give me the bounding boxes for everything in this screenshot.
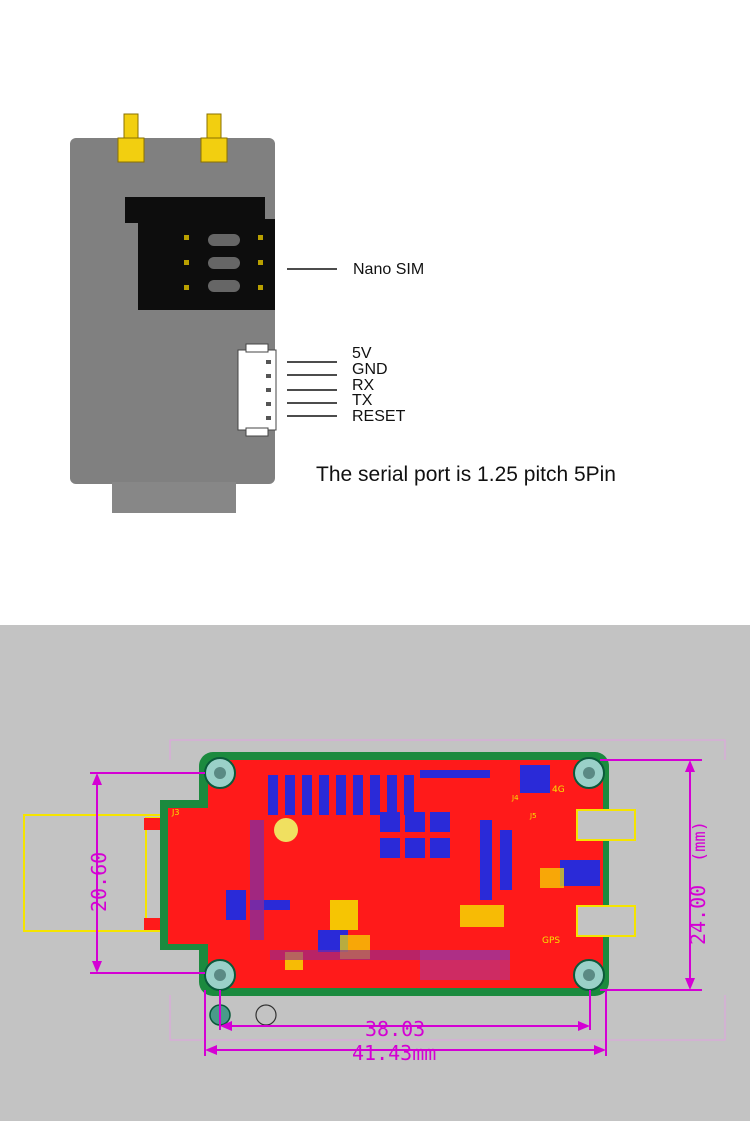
silk-label-j3: J3: [171, 808, 179, 817]
module-diagram: Nano SIM 5V GND RX TX RESET The serial p…: [70, 113, 616, 513]
silk-label-gps: GPS: [542, 936, 560, 946]
mounting-hole-br: [573, 959, 605, 991]
dim-width-inner-label: 38.03: [365, 1017, 425, 1041]
dim-height-inner: [90, 772, 205, 974]
dim-width-inner: [219, 990, 591, 1031]
pin-label-5v: 5V: [352, 345, 372, 362]
silk-label-j5: J5: [529, 812, 537, 820]
module-body: [70, 138, 275, 484]
nano-sim-slot: [125, 197, 275, 310]
pin-label-gnd: GND: [352, 361, 388, 378]
sim-label: Nano SIM: [353, 261, 424, 278]
dim-width-outer-label: 41.43mm: [352, 1041, 436, 1065]
pin-label-tx: TX: [352, 392, 373, 409]
antenna-connector-left: [117, 113, 145, 163]
pin-label-reset: RESET: [352, 408, 406, 425]
mounting-hole-bl: [204, 959, 236, 991]
silk-label-j4: J4: [511, 794, 519, 802]
module-bottom-connector: [112, 482, 236, 513]
dim-height-outer: [600, 759, 702, 991]
pcb-drawing-panel: J3 4G GPS J5 J4 20.60 24.00 (mm): [0, 625, 750, 1121]
dim-height-outer-label: 24.00: [686, 885, 710, 945]
pcb-drawing: J3 4G GPS J5 J4 20.60 24.00 (mm): [23, 739, 726, 1065]
pcb-copper-area: [208, 760, 603, 988]
module-diagram-panel: Nano SIM 5V GND RX TX RESET The serial p…: [70, 113, 616, 513]
dim-height-inner-label: 20.60: [87, 852, 111, 912]
antenna-outline-gps: [576, 905, 636, 937]
antenna-connector-right: [200, 113, 228, 163]
guide-outline-bottom: [169, 995, 726, 1041]
test-pad-right: [255, 1004, 277, 1026]
mounting-hole-tl: [204, 757, 236, 789]
guide-outline-top: [169, 739, 726, 760]
dim-height-outer-unit: (mm): [690, 821, 710, 862]
dim-width-outer: [204, 990, 607, 1056]
mounting-hole-tr: [573, 757, 605, 789]
serial-connector: [237, 343, 277, 437]
pin-label-rx: RX: [352, 377, 375, 394]
serial-caption: The serial port is 1.25 pitch 5Pin: [316, 463, 616, 486]
silk-label-4g: 4G: [552, 785, 565, 795]
pcb-blue-traces: [226, 765, 600, 952]
pcb-detail-marks: [250, 818, 564, 980]
antenna-outline-4g: [576, 809, 636, 841]
